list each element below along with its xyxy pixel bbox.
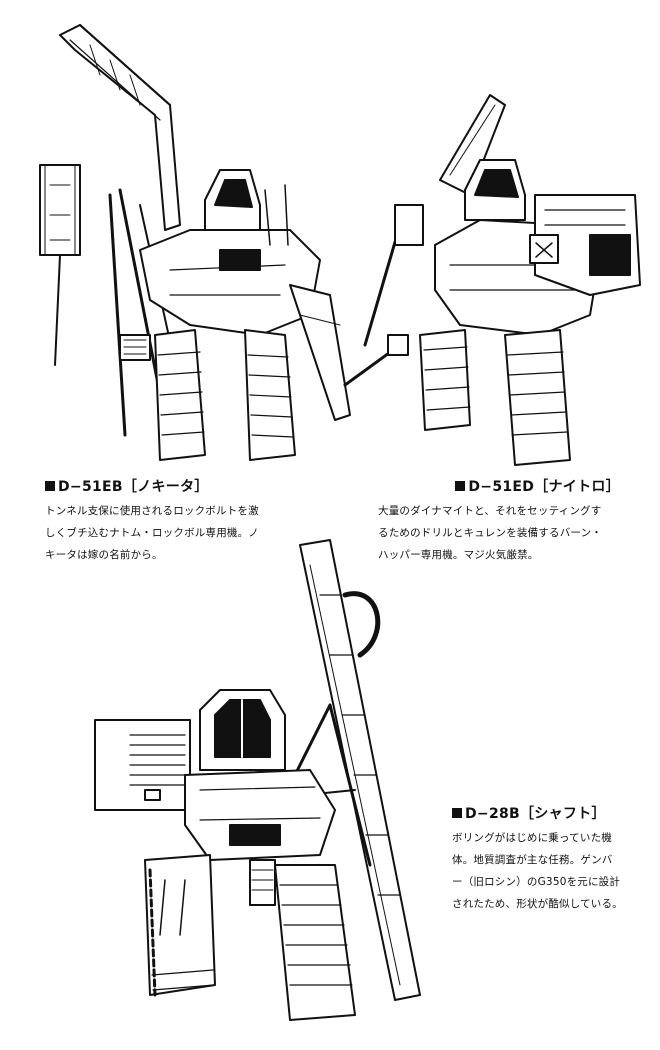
entry-line: トンネル支保に使用されるロックボルトを激 <box>45 505 259 517</box>
entry-description: 大量のダイナマイトと、それをセッティングす るためのドリルとキュレンを装備するバ… <box>378 500 648 566</box>
entry-line: キータは嫁の名前から。 <box>45 549 163 561</box>
entry-d28b: D−28B［シャフト］ ボリングがはじめに乗っていた機 体。地質調査が主な任務。… <box>452 805 652 915</box>
entry-line: されたため、形状が酷似している。 <box>452 898 623 910</box>
entry-line: 体。地質調査が主な任務。ゲンバ <box>452 854 613 866</box>
bullet-square-icon <box>455 481 466 491</box>
entry-title-text: D−28B［シャフト］ <box>465 806 606 822</box>
entry-line: ー（旧ロシン）のG350を元に設計 <box>452 876 621 888</box>
entry-description: ボリングがはじめに乗っていた機 体。地質調査が主な任務。ゲンバ ー（旧ロシン）の… <box>452 827 652 915</box>
mech-illustration-d28b <box>90 535 450 1035</box>
entry-d51ed: D−51ED［ナイトロ］ 大量のダイナマイトと、それをセッティングす るためのド… <box>378 478 648 566</box>
bullet-square-icon <box>452 808 462 818</box>
entry-line: ハッパー専用機。マジ火気厳禁。 <box>378 549 539 561</box>
entry-d51eb: D−51EB［ノキータ］ トンネル支保に使用されるロックボルトを激 しくブチ込む… <box>45 478 325 566</box>
mech-illustration-d51eb <box>20 15 365 470</box>
entry-title: D−28B［シャフト］ <box>452 805 652 823</box>
entry-line: るためのドリルとキュレンを装備するバーン・ <box>378 527 602 539</box>
entry-title: D−51ED［ナイトロ］ <box>378 478 648 496</box>
entry-line: ボリングがはじめに乗っていた機 <box>452 832 612 844</box>
entry-description: トンネル支保に使用されるロックボルトを激 しくブチ込むナトム・ロックボル専用機。… <box>45 500 325 566</box>
entry-line: しくブチ込むナトム・ロックボル専用機。ノ <box>45 527 259 539</box>
mech-illustration-d51ed <box>340 85 645 470</box>
entry-title-text: D−51EB［ノキータ］ <box>58 479 209 495</box>
entry-title-text: D−51ED［ナイトロ］ <box>468 479 620 495</box>
bullet-square-icon <box>45 481 55 491</box>
entry-line: 大量のダイナマイトと、それをセッティングす <box>378 505 602 517</box>
entry-title: D−51EB［ノキータ］ <box>45 478 325 496</box>
